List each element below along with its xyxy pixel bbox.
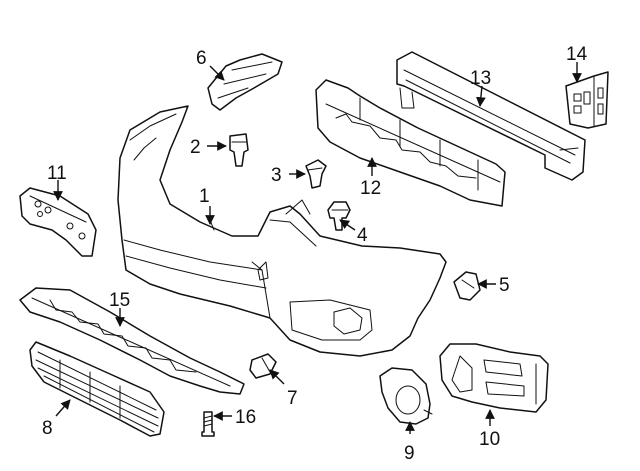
callout-labels: 1 2 3 4 5 6 7 8 9 10 11 12 13 14 15 16: [42, 44, 588, 464]
callout-13: 13: [470, 68, 491, 89]
callout-14: 14: [566, 44, 588, 65]
callout-3: 3: [271, 165, 282, 186]
callout-9: 9: [404, 443, 415, 464]
callout-16: 16: [235, 407, 256, 428]
reinforcement-bar: [396, 51, 586, 181]
leader-lines: [53, 62, 582, 434]
callout-2: 2: [190, 137, 201, 158]
energy-absorber: [315, 79, 506, 207]
callout-12: 12: [360, 178, 381, 199]
mounting-bracket-right: [565, 71, 609, 129]
lower-absorber: [19, 287, 245, 395]
bolt-16: [201, 411, 215, 437]
cap-7: [249, 353, 277, 379]
fog-lamp-bracket: [439, 343, 549, 413]
callout-5: 5: [499, 275, 510, 296]
clip-2: [229, 133, 249, 167]
callout-7: 7: [287, 388, 298, 409]
callout-4: 4: [357, 225, 368, 246]
fog-lamp-bezel: [379, 367, 433, 425]
side-bracket-left: [19, 187, 97, 257]
retainer-3: [305, 159, 327, 189]
grommet-4: [327, 201, 351, 231]
upper-side-bracket: [207, 53, 283, 111]
callout-1: 1: [199, 186, 210, 207]
bumper-cover: [117, 105, 447, 357]
callout-10: 10: [479, 429, 500, 450]
callout-6: 6: [196, 48, 207, 69]
lower-grille: [29, 341, 165, 437]
callout-11: 11: [47, 163, 67, 184]
clip-5: [453, 271, 481, 301]
callout-8: 8: [42, 418, 53, 439]
callout-15: 15: [109, 290, 130, 311]
